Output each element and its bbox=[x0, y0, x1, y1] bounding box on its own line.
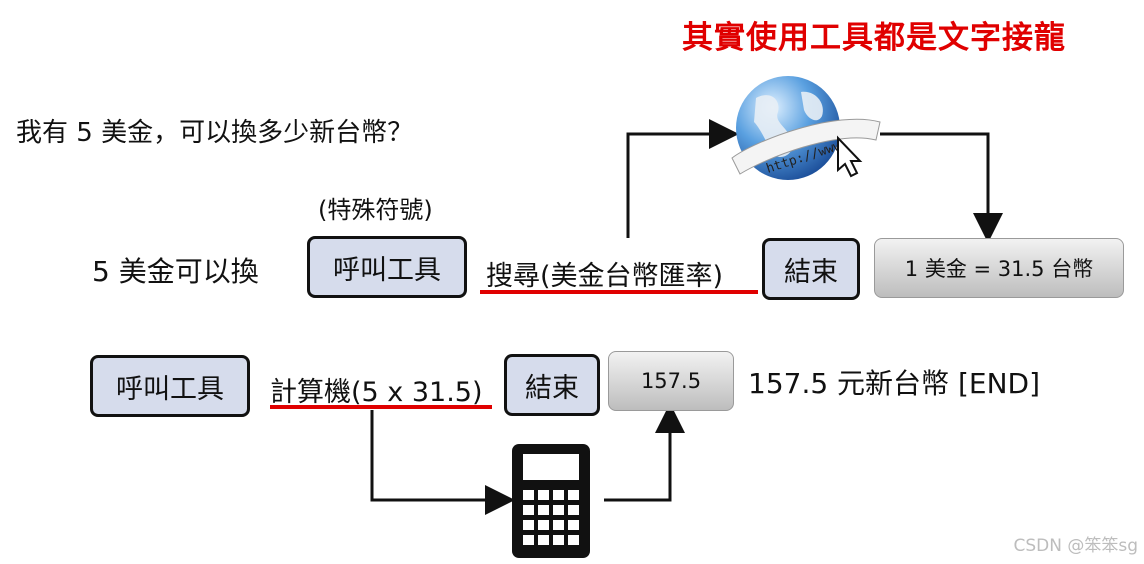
row1-search-query: 搜尋(美金台幣匯率) bbox=[486, 261, 724, 292]
arrow-web-to-result bbox=[880, 132, 1003, 243]
watermark: CSDN @笨笨sg bbox=[1013, 536, 1138, 556]
row2-end-label: 結束 bbox=[525, 372, 579, 404]
row2-result-text: 157.5 bbox=[640, 369, 702, 393]
row1-end-box: 結束 bbox=[762, 238, 860, 300]
row1-result-text: 1 美金 = 31.5 台幣 bbox=[904, 257, 1094, 281]
row1-call-tool-label: 呼叫工具 bbox=[333, 254, 441, 286]
row1-call-tool-box: 呼叫工具 bbox=[307, 236, 467, 298]
special-symbol-label: (特殊符號) bbox=[318, 196, 433, 224]
globe-browser-icon: http://www. bbox=[726, 70, 886, 194]
row2-call-tool-label: 呼叫工具 bbox=[116, 373, 224, 405]
row2-end-box: 結束 bbox=[504, 354, 600, 416]
row2-result-box: 157.5 bbox=[608, 351, 734, 411]
arrow-query-to-web bbox=[626, 119, 739, 238]
calculator-icon bbox=[512, 444, 590, 558]
diagram-title: 其實使用工具都是文字接龍 bbox=[682, 20, 1066, 56]
final-answer-text: 157.5 元新台幣 [END] bbox=[748, 367, 1041, 400]
row1-result-box: 1 美金 = 31.5 台幣 bbox=[874, 238, 1124, 298]
row1-end-label: 結束 bbox=[784, 256, 838, 288]
row2-call-tool-box: 呼叫工具 bbox=[90, 355, 250, 417]
arrow-calculator-to-result bbox=[604, 403, 685, 502]
arrow-query-to-calculator bbox=[370, 410, 515, 515]
row2-query-underline bbox=[270, 405, 492, 409]
row2-calculator-query: 計算機(5 x 31.5) bbox=[270, 377, 483, 408]
row1-query-underline bbox=[480, 290, 758, 294]
row1-prefix-text: 5 美金可以換 bbox=[92, 255, 259, 288]
pointer-hand-icon bbox=[837, 135, 863, 178]
user-question: 我有 5 美金，可以換多少新台幣？ bbox=[16, 118, 414, 148]
